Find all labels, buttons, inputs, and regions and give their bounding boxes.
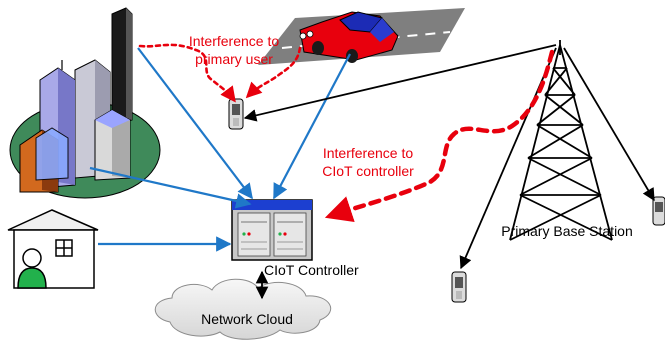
interference-primary-label: Interference to primary user [189, 33, 279, 67]
svg-text:primary user: primary user [195, 51, 273, 67]
city-buildings-icon [9, 7, 161, 199]
interference-ciot-label: Interference to CIoT controller [322, 145, 414, 179]
car-icon [299, 11, 399, 63]
interference-paths [138, 43, 555, 222]
network-cloud-label: Network Cloud [201, 311, 293, 327]
svg-text:CIoT controller: CIoT controller [322, 163, 414, 179]
person-icon [17, 248, 47, 289]
base-station-tower-icon [509, 40, 613, 241]
mobile-phone-icon [228, 98, 244, 130]
mobile-phone-icon [451, 271, 467, 303]
blue-links [89, 47, 351, 252]
svg-text:Interference to: Interference to [189, 33, 279, 49]
svg-text:Interference to: Interference to [323, 145, 413, 161]
ciot-controller-server-icon [231, 199, 313, 261]
house-icon [7, 209, 99, 289]
mobile-phone-icon [652, 196, 665, 226]
primary-base-station-label: Primary Base Station [501, 223, 633, 239]
ciot-controller-label: CIoT Controller [264, 262, 359, 278]
network-cloud-icon [154, 278, 332, 340]
